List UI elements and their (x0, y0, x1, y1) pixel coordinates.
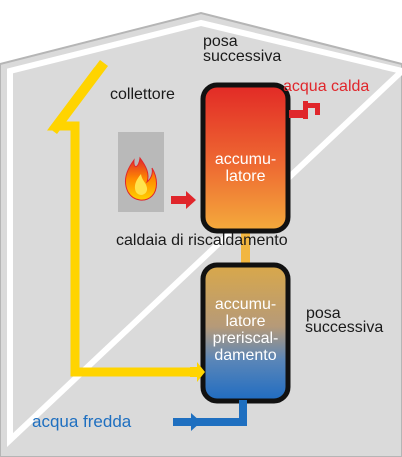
caldaia-label: caldaia di riscaldamento (116, 232, 288, 249)
posa-top-line2: successiva (203, 48, 282, 65)
boiler-arrow-icon (171, 191, 196, 209)
house-wall (0, 11, 402, 457)
posa-right-line2: successiva (305, 319, 384, 336)
faucet-icon (303, 101, 320, 119)
acqua-fredda-label: acqua fredda (32, 412, 132, 431)
lower-tank-label: accumu- latore preriscal- damento (203, 296, 288, 364)
lower-tank-line: latore (225, 313, 266, 330)
collector-panel (49, 60, 108, 134)
upper-tank-line: latore (225, 168, 266, 185)
posa-top-line1: posa (203, 33, 238, 50)
arrow-right-icon (190, 362, 205, 382)
upper-tank-line: accumu- (214, 151, 277, 168)
acqua-calda-label: acqua calda (283, 78, 370, 95)
upper-tank (200, 82, 291, 234)
lower-tank-line: damento (214, 347, 277, 364)
upper-tank-label: accumu- latore (203, 151, 288, 185)
tank-connector (241, 230, 250, 266)
hot-water-pipe (289, 110, 307, 118)
cold-arrow-icon (173, 413, 201, 431)
posa-right-line1: posa (306, 305, 341, 322)
lower-tank-line: preriscal- (212, 330, 279, 347)
lower-tank-line: accumu- (214, 296, 277, 313)
collettore-label: collettore (110, 86, 175, 103)
flame-icon (125, 156, 157, 201)
